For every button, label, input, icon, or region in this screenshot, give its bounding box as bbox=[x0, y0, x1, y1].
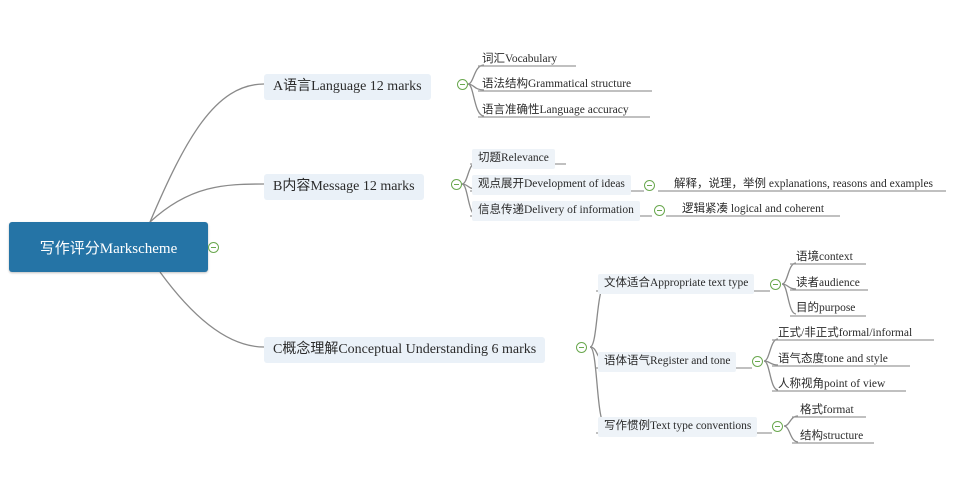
connector-formal bbox=[763, 338, 779, 362]
language-accuracy-node[interactable]: 语言准确性Language accuracy bbox=[482, 104, 629, 120]
connector-purpose bbox=[781, 283, 797, 315]
delivery-of-information-label: 信息传递Delivery of information bbox=[478, 204, 634, 216]
branch-message-label: B内容Message 12 marks bbox=[273, 179, 415, 194]
relevance-node[interactable]: 切题Relevance bbox=[472, 149, 555, 169]
vocabulary-node[interactable]: 词汇Vocabulary bbox=[482, 53, 558, 69]
development-detail-node[interactable]: 解释，说理，举例 explanations, reasons and examp… bbox=[674, 178, 934, 194]
purpose-label: 目的purpose bbox=[796, 302, 856, 314]
text-type-conventions-collapse-toggle[interactable] bbox=[772, 421, 783, 432]
root-collapse-toggle[interactable] bbox=[208, 242, 219, 253]
vocabulary-label: 词汇Vocabulary bbox=[482, 53, 558, 65]
branch-message-node[interactable]: B内容Message 12 marks bbox=[264, 174, 424, 200]
connector-root-c bbox=[159, 271, 265, 348]
audience-node[interactable]: 读者audience bbox=[796, 277, 860, 293]
context-node[interactable]: 语境context bbox=[796, 251, 853, 267]
formal-informal-node[interactable]: 正式/非正式formal/informal bbox=[778, 327, 913, 343]
audience-label: 读者audience bbox=[796, 277, 860, 289]
delivery-detail-label: 逻辑紧凑 logical and coherent bbox=[682, 203, 825, 215]
development-of-ideas-collapse-toggle[interactable] bbox=[644, 180, 655, 191]
language-accuracy-label: 语言准确性Language accuracy bbox=[482, 104, 629, 116]
tone-and-style-node[interactable]: 语气态度tone and style bbox=[778, 353, 888, 369]
branch-message-collapse-toggle[interactable] bbox=[451, 179, 462, 190]
appropriate-text-type-collapse-toggle[interactable] bbox=[770, 279, 781, 290]
grammatical-structure-label: 语法结构Grammatical structure bbox=[482, 78, 632, 90]
branch-conceptual-collapse-toggle[interactable] bbox=[576, 342, 587, 353]
structure-node[interactable]: 结构structure bbox=[800, 430, 864, 446]
connector-structure bbox=[783, 425, 799, 443]
format-label: 格式format bbox=[800, 404, 854, 416]
register-and-tone-collapse-toggle[interactable] bbox=[752, 356, 763, 367]
branch-language-node[interactable]: A语言Language 12 marks bbox=[264, 74, 431, 100]
point-of-view-label: 人称视角point of view bbox=[778, 378, 886, 390]
appropriate-text-type-node[interactable]: 文体适合Appropriate text type bbox=[598, 274, 755, 294]
connector-context bbox=[781, 262, 797, 285]
format-node[interactable]: 格式format bbox=[800, 404, 854, 420]
branch-conceptual-label: C概念理解Conceptual Understanding 6 marks bbox=[273, 342, 537, 357]
connector-a-accuracy bbox=[467, 83, 485, 117]
delivery-of-information-node[interactable]: 信息传递Delivery of information bbox=[472, 201, 640, 221]
connector-root-a bbox=[149, 83, 265, 223]
development-detail-label: 解释，说理，举例 explanations, reasons and examp… bbox=[674, 178, 934, 190]
delivery-detail-node[interactable]: 逻辑紧凑 logical and coherent bbox=[682, 203, 825, 219]
register-and-tone-node[interactable]: 语体语气Register and tone bbox=[598, 352, 737, 372]
delivery-of-information-collapse-toggle[interactable] bbox=[654, 205, 665, 216]
register-and-tone-label: 语体语气Register and tone bbox=[604, 355, 731, 367]
connector-root-b bbox=[149, 183, 265, 223]
structure-label: 结构structure bbox=[800, 430, 864, 442]
root-node-label: 写作评分Markscheme bbox=[39, 240, 178, 257]
purpose-node[interactable]: 目的purpose bbox=[796, 302, 856, 318]
context-label: 语境context bbox=[796, 251, 853, 263]
grammatical-structure-node[interactable]: 语法结构Grammatical structure bbox=[482, 78, 632, 94]
branch-language-collapse-toggle[interactable] bbox=[457, 79, 468, 90]
point-of-view-node[interactable]: 人称视角point of view bbox=[778, 378, 886, 394]
text-type-conventions-node[interactable]: 写作惯例Text type conventions bbox=[598, 417, 758, 437]
branch-conceptual-node[interactable]: C概念理解Conceptual Understanding 6 marks bbox=[264, 337, 546, 363]
relevance-label: 切题Relevance bbox=[478, 152, 549, 164]
connector-point-of-view bbox=[763, 360, 779, 391]
appropriate-text-type-label: 文体适合Appropriate text type bbox=[604, 277, 749, 289]
development-of-ideas-node[interactable]: 观点展开Development of ideas bbox=[472, 175, 631, 195]
root-node[interactable]: 写作评分Markscheme bbox=[9, 222, 208, 272]
tone-and-style-label: 语气态度tone and style bbox=[778, 353, 888, 365]
text-type-conventions-label: 写作惯例Text type conventions bbox=[604, 420, 752, 432]
branch-language-label: A语言Language 12 marks bbox=[273, 79, 422, 94]
formal-informal-label: 正式/非正式formal/informal bbox=[778, 327, 913, 339]
development-of-ideas-label: 观点展开Development of ideas bbox=[478, 178, 625, 190]
